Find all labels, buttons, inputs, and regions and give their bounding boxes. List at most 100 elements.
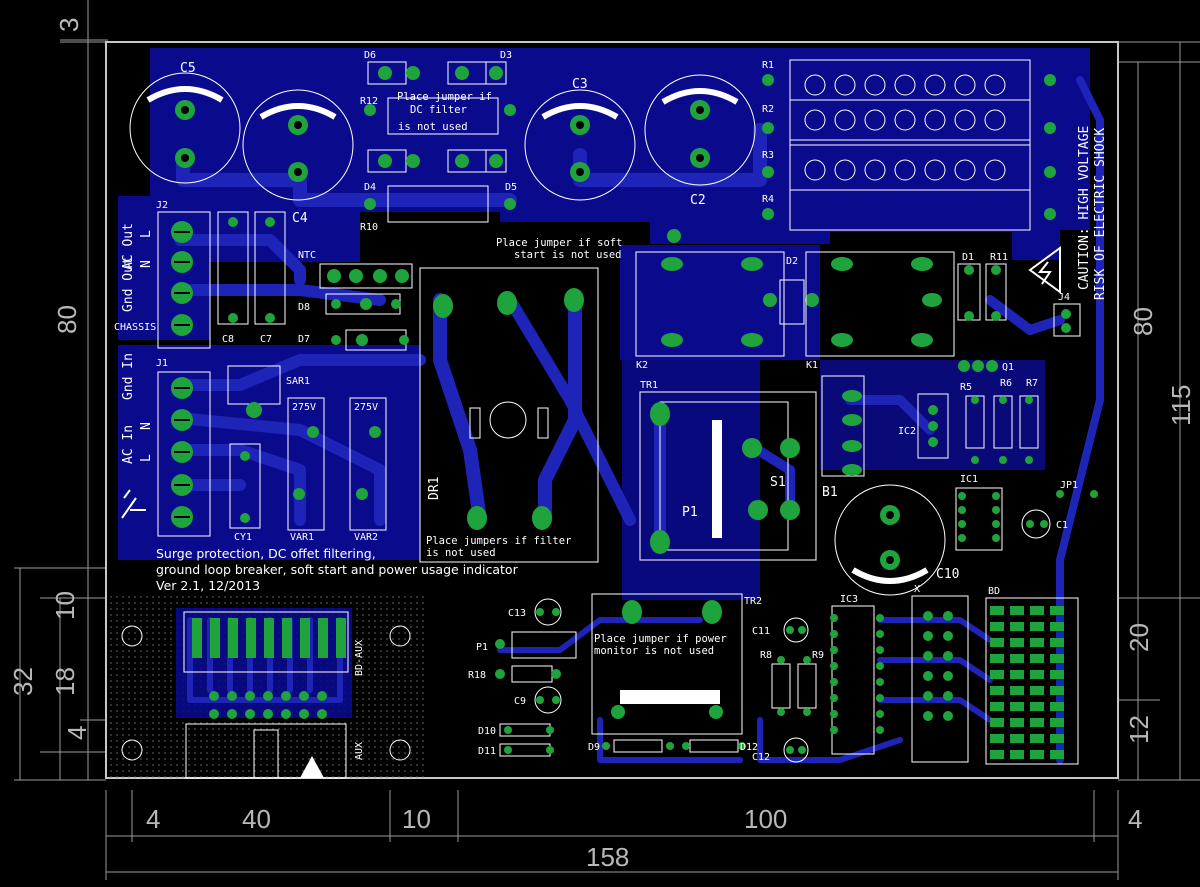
label-aux: AUX — [354, 742, 365, 760]
dim-bottom-10: 10 — [402, 804, 431, 834]
label-d12: D12 — [740, 742, 758, 753]
label-275v-1: 275V — [292, 402, 316, 413]
label-c2: C2 — [690, 193, 706, 208]
j2-l: L — [139, 230, 154, 238]
note-dc-filter-3: is not used — [398, 121, 468, 133]
label-c13: C13 — [508, 608, 526, 619]
label-b1: B1 — [822, 485, 838, 500]
resistors-r5-r7: R5 R6 R7 — [960, 378, 1039, 464]
dim-right-total: 115 — [1166, 385, 1196, 426]
label-d7: D7 — [298, 334, 310, 345]
dim-left-18: 18 — [50, 667, 80, 696]
opamp-ic1: IC1 — [955, 474, 1003, 551]
label-c10: C10 — [936, 567, 959, 582]
label-r1: R1 — [762, 60, 774, 71]
label-p1-left: P1 — [476, 642, 488, 653]
caution-text-2: RISK OF ELECTRIC SHOCK — [1093, 128, 1108, 300]
dim-top-left: 3 — [54, 18, 84, 32]
dim-left-10: 10 — [50, 591, 80, 620]
label-c12: C12 — [752, 752, 770, 763]
note-filter-jumpers-1: Place jumpers if filter — [426, 535, 571, 547]
label-r4: R4 — [762, 194, 774, 205]
dim-left-32: 32 — [8, 667, 38, 696]
label-c4: C4 — [292, 211, 308, 226]
dim-bottom-4-right: 4 — [1128, 804, 1142, 834]
diode-bridge-top: D6 D3 R12 D4 D5 R10 Place jumper if DC f… — [360, 50, 517, 233]
label-r12: R12 — [360, 96, 378, 107]
varistors: 275V 275V VAR1 VAR2 — [287, 397, 387, 543]
label-r11: R11 — [990, 252, 1008, 263]
transformer-tr1: TR1 P1 S1 — [639, 380, 817, 561]
label-275v-2: 275V — [354, 402, 378, 413]
capacitor-cy1: CY1 — [229, 443, 261, 543]
label-r6: R6 — [1000, 378, 1012, 389]
label-d10: D10 — [478, 726, 496, 737]
note-power-monitor-1: Place jumper if power — [594, 633, 727, 645]
note-soft-start-2: start is not used — [514, 249, 621, 261]
relay-k1: K1 — [805, 251, 955, 371]
label-tr1: TR1 — [640, 380, 658, 391]
label-q1: Q1 — [1002, 362, 1014, 373]
note-dc-filter-2: DC filter — [410, 104, 467, 116]
label-c9: C9 — [514, 696, 526, 707]
board-caption: Surge protection, DC offet filtering, gr… — [156, 546, 519, 593]
power-resistors: R1 R2 R3 R4 — [762, 59, 1056, 231]
caption-line-3: Ver 2.1, 12/2013 — [156, 578, 260, 593]
capacitor-c3: C3 — [524, 77, 636, 201]
label-k1: K1 — [806, 360, 818, 371]
regulator-ic2: IC2 — [898, 393, 949, 459]
aux-connector-area: BD-AUX AUX — [121, 611, 411, 779]
film-caps-c8-c7: C8 C7 — [217, 211, 286, 345]
label-d4: D4 — [364, 182, 376, 193]
label-sar1: SAR1 — [286, 376, 310, 387]
caption-line-2: ground loop breaker, soft start and powe… — [156, 562, 519, 577]
header-x: X — [911, 584, 969, 763]
dim-bottom-100: 100 — [744, 804, 787, 834]
label-c5: C5 — [180, 61, 196, 76]
label-c3: C3 — [572, 77, 588, 92]
c11-c12-r8-r9: C11 C12 R8 R9 — [752, 617, 824, 763]
capacitor-c2: C2 — [644, 74, 756, 208]
note-soft-start-1: Place jumper if soft — [496, 237, 622, 249]
caution-warning: CAUTION: HIGH VOLTAGE RISK OF ELECTRIC S… — [1028, 126, 1108, 300]
dim-left-upper: 80 — [52, 305, 82, 334]
label-r8: R8 — [760, 650, 772, 661]
label-chassis: CHASSIS — [114, 322, 156, 333]
label-bd: BD — [988, 586, 1000, 597]
caption-line-1: Surge protection, DC offet filtering, — [156, 546, 376, 561]
dim-left-4: 4 — [62, 726, 92, 740]
label-var2: VAR2 — [354, 532, 378, 543]
j2-gnd-out: Gnd Out — [121, 257, 136, 312]
label-dr1: DR1 — [427, 477, 442, 500]
label-s1: S1 — [770, 475, 786, 490]
j1-ac-in: AC In — [121, 425, 136, 464]
capacitor-c1-jp1: C1 JP1 — [1021, 480, 1098, 539]
choke-dr1: DR1 Place jumpers if filter is not used — [419, 267, 599, 563]
label-r18: R18 — [468, 670, 486, 681]
label-d9: D9 — [588, 742, 600, 753]
ntc-thermistor: NTC — [298, 250, 413, 289]
connector-j1: J1 Gnd In AC In N L — [121, 353, 211, 537]
label-var1: VAR1 — [290, 532, 314, 543]
label-r5: R5 — [960, 382, 972, 393]
bridge-b1: B1 — [821, 375, 865, 500]
label-d1: D1 — [962, 252, 974, 263]
j2-ac-out: AC Out — [121, 223, 136, 270]
label-ic2: IC2 — [898, 426, 916, 437]
dim-bottom-total: 158 — [586, 842, 629, 872]
microcontroller-ic3: IC3 — [830, 594, 884, 755]
label-d2: D2 — [786, 256, 798, 267]
label-d8: D8 — [298, 302, 310, 313]
j1-n: N — [139, 422, 154, 430]
label-cy1: CY1 — [234, 532, 252, 543]
label-d5: D5 — [505, 182, 517, 193]
j1-l: L — [139, 454, 154, 462]
label-r10: R10 — [360, 222, 378, 233]
capacitor-c5: C5 — [129, 61, 241, 184]
surge-arrester-sar1: SAR1 — [227, 365, 310, 418]
bottom-small-parts: C13 P1 R18 C9 D10 D11 D9 D12 — [468, 598, 758, 757]
dim-bottom-40: 40 — [242, 804, 271, 834]
label-ic1: IC1 — [960, 474, 978, 485]
power-monitor-section: TR2 Place jumper if power monitor is not… — [591, 593, 762, 735]
